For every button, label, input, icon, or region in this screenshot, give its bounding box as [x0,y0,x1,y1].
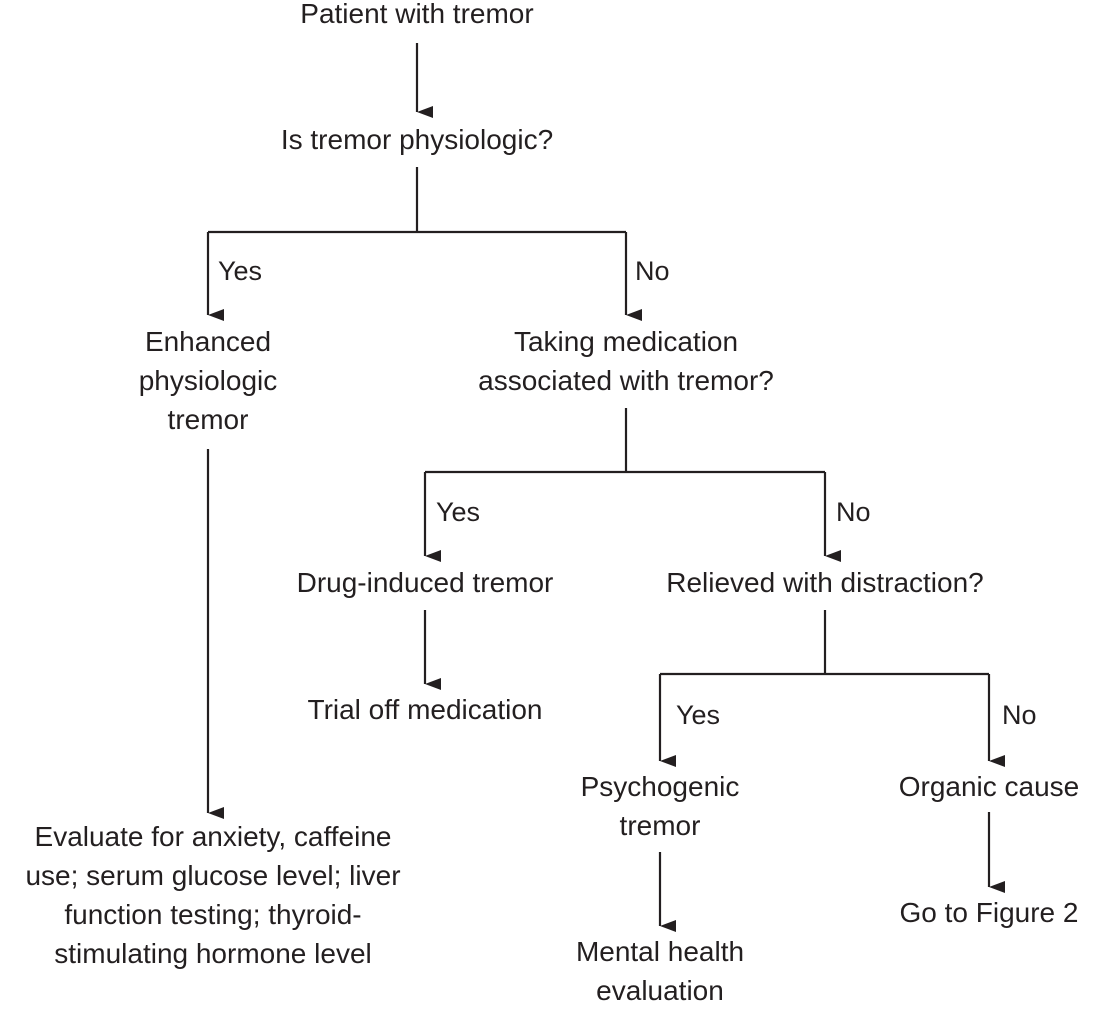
edge-label-distraction-no: No [1002,700,1037,730]
node-line: use; serum glucose level; liver [25,860,401,891]
node-line: tremor [167,404,249,435]
edge-label-distraction-yes: Yes [676,700,721,730]
node-line: associated with tremor? [478,365,774,396]
node-evaluate-for-anxiety: Evaluate for anxiety, caffeine use; seru… [4,817,422,973]
edge-label-medication-no: No [836,497,871,527]
node-line: evaluation [596,975,724,1006]
node-line: function testing; thyroid- [64,899,362,930]
node-line: Psychogenic [580,771,740,802]
node-psychogenic-tremor: Psychogenic tremor [545,767,775,845]
node-enhanced-physiologic-tremor: Enhanced physiologic tremor [88,322,328,439]
node-mental-health-evaluation: Mental health evaluation [540,932,780,1010]
node-relieved-with-distraction: Relieved with distraction? [666,567,984,598]
node-line: Enhanced [144,326,272,357]
node-taking-medication-question: Taking medication associated with tremor… [441,322,811,400]
node-trial-off-medication: Trial off medication [307,694,543,725]
edge-label-medication-yes: Yes [436,497,481,527]
edge-label-physiologic-no: No [635,256,670,286]
node-organic-cause: Organic cause [898,771,1080,802]
node-line: physiologic [138,365,278,396]
node-line: Evaluate for anxiety, caffeine [34,821,392,852]
node-line: Mental health [575,936,745,967]
node-is-tremor-physiologic: Is tremor physiologic? [280,124,554,155]
node-line: Taking medication [513,326,739,357]
edge-label-physiologic-yes: Yes [218,256,263,286]
node-line: tremor [619,810,701,841]
node-patient-with-tremor: Patient with tremor [300,0,534,29]
node-line: stimulating hormone level [54,938,372,969]
node-go-to-figure-2: Go to Figure 2 [899,897,1079,928]
node-drug-induced-tremor: Drug-induced tremor [296,567,554,598]
